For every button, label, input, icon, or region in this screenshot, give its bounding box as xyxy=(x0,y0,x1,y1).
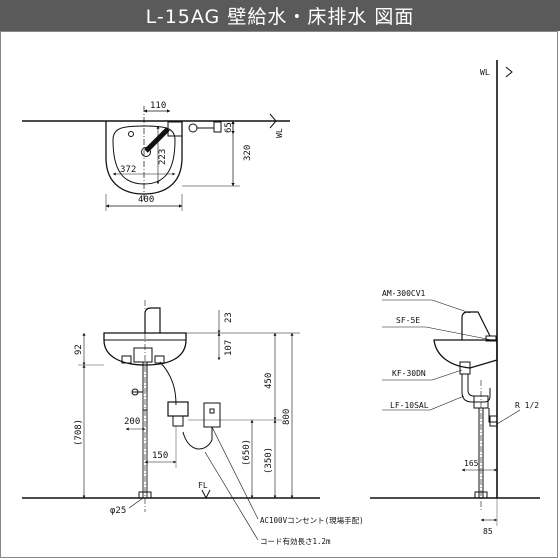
label-dim-165: 165 xyxy=(464,459,479,468)
front-view-stop-left xyxy=(121,355,132,364)
label-dim-110: 110 xyxy=(150,101,166,111)
top-view-overflow xyxy=(128,131,134,137)
label-dim-450: 450 xyxy=(264,373,274,389)
label-dim-372: 372 xyxy=(120,165,136,175)
side-view-trap xyxy=(461,374,491,403)
top-view-bowl-inner xyxy=(112,125,176,185)
label-dim-85: 85 xyxy=(483,527,493,536)
front-view-solenoid xyxy=(172,415,184,427)
front-view-control-box xyxy=(167,401,189,417)
label-dim-350: (350) xyxy=(264,447,274,474)
leader-sf-2 xyxy=(425,326,493,341)
label-dim-65: 65 xyxy=(224,122,234,133)
label-pipe-r: R 1/2 xyxy=(515,401,539,410)
label-dim-107: 107 xyxy=(224,340,234,356)
side-view-drain-pipe xyxy=(478,408,484,498)
front-view-drain-body xyxy=(133,347,153,363)
top-view-stop-valve xyxy=(213,121,222,133)
label-wl-side: WL xyxy=(480,68,490,77)
label-dim-200: 200 xyxy=(124,417,140,427)
top-view-faucet-base xyxy=(167,121,183,137)
side-view-basin xyxy=(433,339,498,369)
label-part-faucet: AM-300CV1 xyxy=(382,289,426,298)
leader-cord xyxy=(204,451,259,541)
label-dim-23: 23 xyxy=(224,312,234,323)
label-wl-top: WL xyxy=(275,128,284,138)
front-view-power-cord xyxy=(182,427,213,450)
side-view-drain-body xyxy=(459,361,471,375)
front-view-outlet-box xyxy=(203,402,221,428)
front-view-drain-pipe xyxy=(142,362,148,392)
label-dim-650: (650) xyxy=(242,439,252,466)
drawing-title: L-15AG 壁給水・床排水 図面 xyxy=(145,6,415,28)
front-view-faucet xyxy=(144,307,161,333)
front-view-stop-right xyxy=(154,355,165,364)
leader-r12 xyxy=(496,409,521,425)
wl-marker-side xyxy=(505,66,513,78)
label-dim-800: 800 xyxy=(282,409,292,425)
label-dim-223: 223 xyxy=(158,149,168,165)
label-dim-92: 92 xyxy=(74,344,84,355)
top-view xyxy=(22,106,290,211)
label-dim-708: (708) xyxy=(74,419,84,446)
label-dim-320: 320 xyxy=(243,145,253,161)
leader-lf-2 xyxy=(429,395,465,411)
label-part-kf: KF-30DN xyxy=(392,369,426,378)
side-view-spout-head xyxy=(485,335,497,342)
label-dim-400: 400 xyxy=(138,195,154,205)
label-part-lf: LF-10SAL xyxy=(390,401,429,410)
drawing-title-bar: L-15AG 壁給水・床排水 図面 xyxy=(0,0,560,31)
front-view xyxy=(22,300,320,541)
label-pipe-dia: φ25 xyxy=(110,506,126,516)
fl-marker xyxy=(201,489,211,500)
top-view-supply-valve xyxy=(188,123,198,133)
side-view-stop-valve xyxy=(489,415,498,427)
top-view-drain xyxy=(141,147,151,157)
leader-kf-2 xyxy=(431,369,463,381)
front-view-supply-hose xyxy=(159,361,177,406)
wl-marker-top xyxy=(269,113,277,129)
front-view-outlet-face xyxy=(209,408,215,414)
side-view-supply xyxy=(488,408,497,423)
leader-outlet xyxy=(211,426,259,520)
top-view-faucet-spout xyxy=(144,127,170,153)
label-part-sf: SF-5E xyxy=(396,316,420,325)
side-view xyxy=(370,60,540,526)
drawing-frame xyxy=(0,31,558,558)
front-view-basin xyxy=(103,332,187,366)
leader-faucet-2 xyxy=(431,299,471,314)
label-cord-note: コード有効長さ1.2m xyxy=(260,536,331,546)
label-outlet-note: AC100Vコンセント(現場手配) xyxy=(260,515,364,525)
label-dim-150: 150 xyxy=(152,451,168,461)
label-fl: FL xyxy=(198,481,208,490)
leader-pipe-dia xyxy=(128,497,144,509)
